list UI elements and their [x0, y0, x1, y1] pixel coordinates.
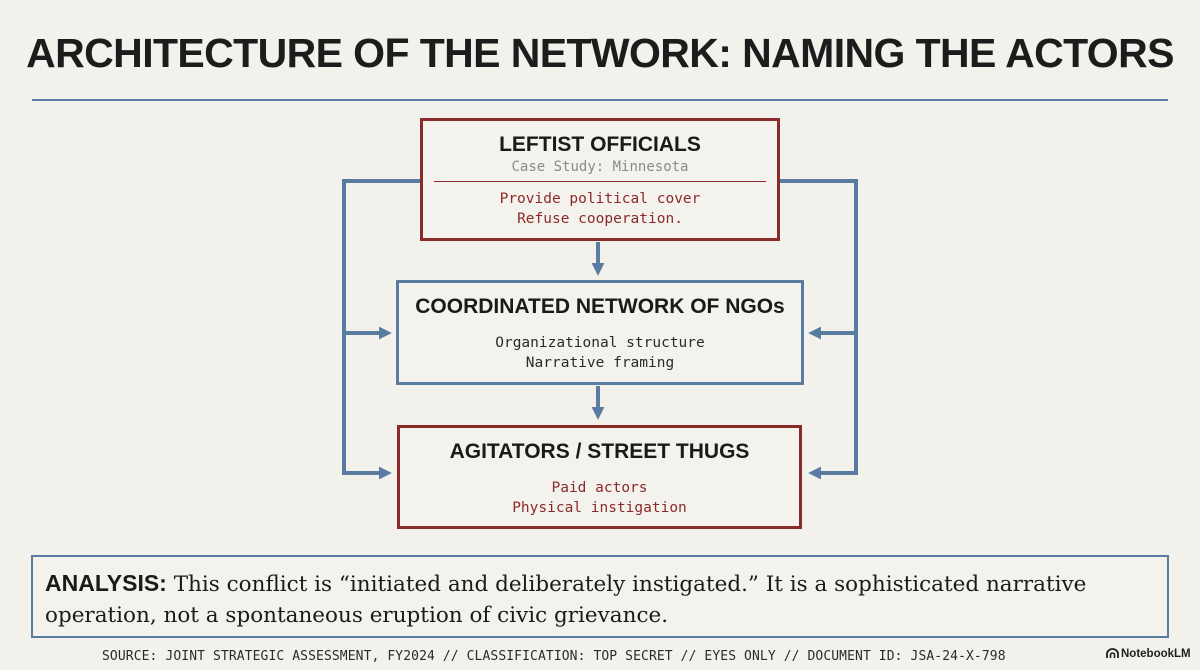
brand-badge: NotebookLM: [1106, 648, 1191, 660]
node-line: Narrative framing: [525, 355, 675, 371]
notebooklm-logo-icon: [1106, 648, 1119, 658]
node-divider: [434, 181, 766, 182]
page-title: ARCHITECTURE OF THE NETWORK: NAMING THE …: [26, 30, 1174, 76]
node-line: Paid actors: [551, 480, 648, 496]
analysis-box: ANALYSIS: This conflict is “initiated an…: [31, 555, 1169, 638]
node-leftist-officials: LEFTIST OFFICIALS Case Study: Minnesota …: [420, 118, 780, 241]
node-agitators: AGITATORS / STREET THUGS Paid actors Phy…: [397, 425, 802, 529]
source-footer: SOURCE: JOINT STRATEGIC ASSESSMENT, FY20…: [102, 649, 1006, 664]
node-title: COORDINATED NETWORK OF NGOs: [415, 295, 785, 318]
node-line: Provide political cover: [499, 191, 701, 207]
node-line: Refuse cooperation.: [517, 211, 683, 227]
node-title: LEFTIST OFFICIALS: [499, 133, 701, 156]
node-title: AGITATORS / STREET THUGS: [449, 440, 750, 463]
analysis-text: This conflict is “initiated and delibera…: [45, 572, 1087, 628]
title-divider: [32, 99, 1168, 101]
node-ngo-network: COORDINATED NETWORK OF NGOs Organization…: [396, 280, 804, 385]
node-line: Organizational structure: [495, 335, 705, 351]
brand-name: NotebookLM: [1121, 648, 1191, 660]
analysis-label: ANALYSIS:: [45, 570, 167, 596]
node-subtitle: Case Study: Minnesota: [511, 159, 689, 175]
arrow-left-outer: [342, 179, 420, 480]
arrow-right-outer: [780, 179, 858, 480]
node-line: Physical instigation: [512, 500, 687, 516]
